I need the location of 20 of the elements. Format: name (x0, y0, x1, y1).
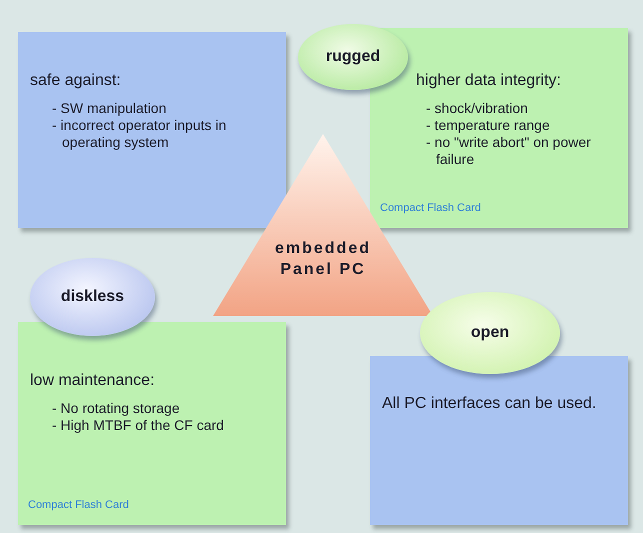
description-text: All PC interfaces can be used. (382, 394, 598, 414)
bullet-item: - SW manipulation (52, 100, 168, 117)
info-panel (370, 356, 628, 525)
bullet-item: - temperature range (426, 117, 551, 134)
bullet-item: - No rotating storage (52, 400, 181, 417)
bullet-item: - shock/vibration (426, 100, 529, 117)
feature-ellipse: rugged (298, 24, 408, 90)
info-panel (18, 322, 286, 525)
panel-heading: safe against: (30, 72, 122, 90)
bullet-item: - no "write abort" on power failure (426, 134, 592, 168)
center-label: embedded Panel PC (274, 239, 372, 280)
bullet-item: - incorrect operator inputs in operating system (52, 117, 228, 151)
info-panel (18, 32, 286, 228)
footnote-text: Compact Flash Card (28, 499, 129, 511)
panel-heading: higher data integrity: (416, 72, 562, 90)
feature-ellipse: diskless (30, 258, 155, 336)
footnote-text: Compact Flash Card (380, 202, 481, 214)
bullet-item: - High MTBF of the CF card (52, 417, 225, 434)
panel-heading: low maintenance: (30, 372, 156, 390)
feature-ellipse: open (420, 292, 560, 374)
